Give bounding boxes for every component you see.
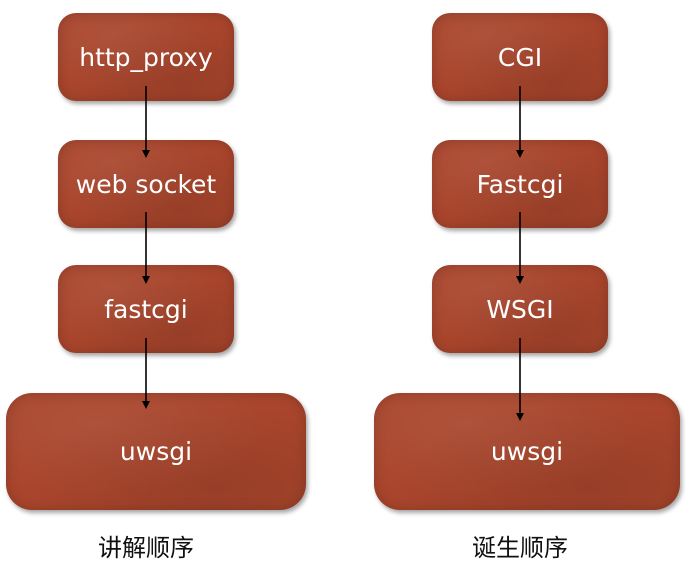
node-label: fastcgi — [104, 294, 188, 324]
node-label: web socket — [75, 169, 217, 199]
node-label: uwsgi — [490, 437, 564, 466]
node-http-proxy: http_proxy — [58, 13, 234, 101]
node-label: http_proxy — [79, 42, 213, 72]
node-uwsgi-left: uwsgi — [6, 393, 306, 510]
node-label: Fastcgi — [476, 169, 564, 199]
caption-explain-order: 讲解顺序 — [98, 534, 194, 562]
node-label: WSGI — [486, 294, 554, 324]
caption-birth-order: 诞生顺序 — [472, 534, 568, 562]
node-label: CGI — [497, 42, 543, 72]
node-uwsgi-right: uwsgi — [374, 393, 680, 510]
node-label: uwsgi — [119, 437, 193, 466]
